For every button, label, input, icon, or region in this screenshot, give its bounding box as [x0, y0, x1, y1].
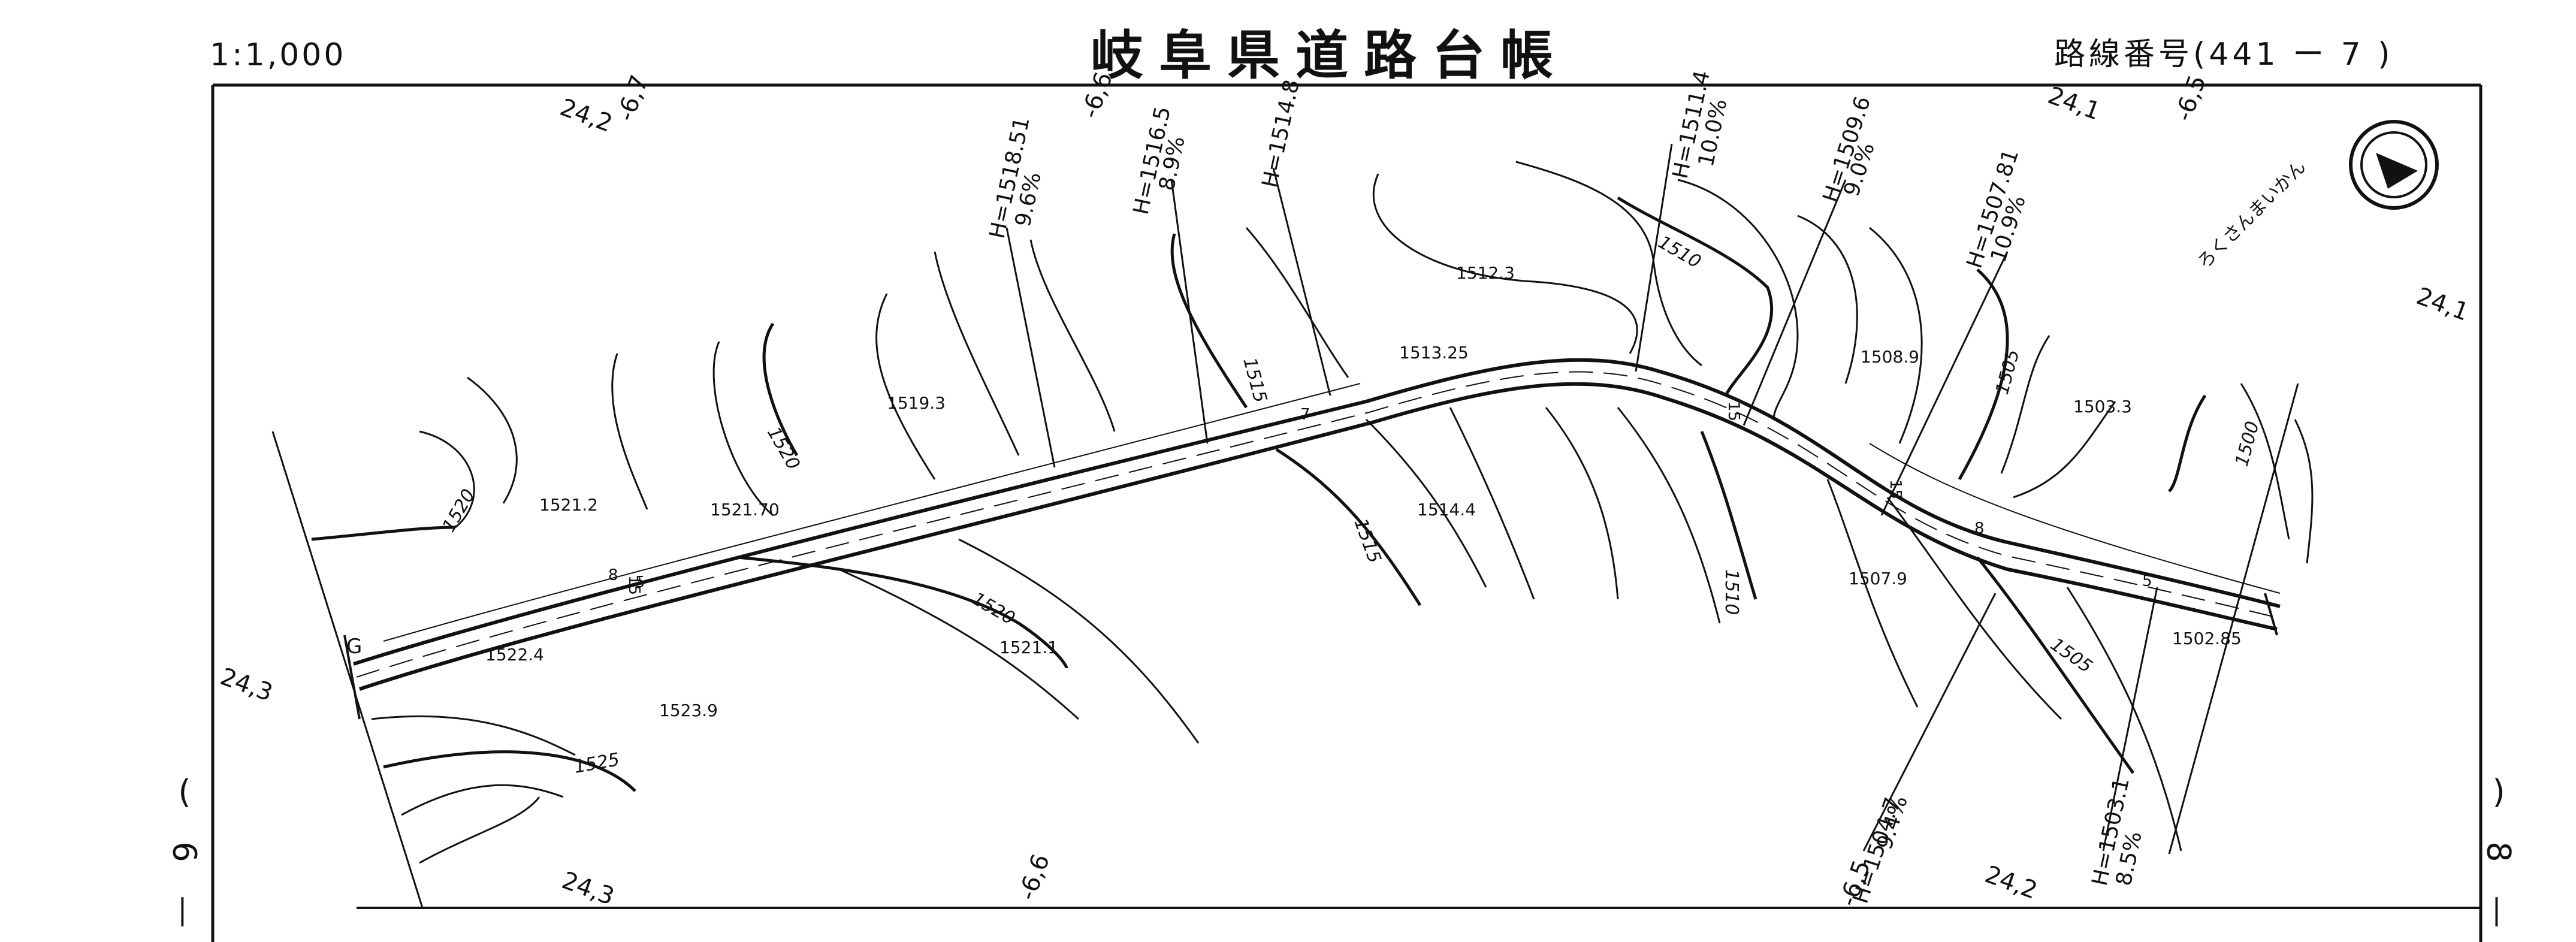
svg-text:24,1: 24,1 — [2045, 81, 2104, 126]
north-arrow-icon — [2349, 120, 2439, 210]
right-margin-paren: ) — [2492, 773, 2505, 811]
contour-lines — [311, 161, 2314, 864]
svg-text:7: 7 — [1300, 406, 1310, 424]
svg-text:8: 8 — [608, 566, 618, 584]
svg-text:1523.9: 1523.9 — [659, 701, 718, 720]
svg-text:1505: 1505 — [2046, 634, 2096, 677]
svg-text:-6,5: -6,5 — [2170, 71, 2212, 125]
spot-heights: 1512.3 1513.25 1508.9 1519.3 1503.3 1521… — [485, 263, 2242, 720]
route-number: 路線番号(441 ー 7 ) — [2054, 37, 2394, 73]
road-alignment — [343, 358, 2281, 720]
svg-text:1500: 1500 — [2231, 419, 2264, 469]
svg-text:1522.4: 1522.4 — [485, 645, 544, 665]
svg-text:1503.3: 1503.3 — [2073, 397, 2132, 416]
svg-text:1508.9: 1508.9 — [1861, 347, 1919, 367]
svg-text:24,2: 24,2 — [557, 93, 616, 138]
svg-text:1510: 1510 — [1654, 232, 1705, 273]
svg-text:1507.9: 1507.9 — [1849, 569, 1907, 588]
svg-text:1515: 1515 — [1349, 516, 1385, 566]
svg-text:1513.25: 1513.25 — [1399, 343, 1469, 363]
svg-text:1519.3: 1519.3 — [887, 393, 946, 413]
svg-text:1510: 1510 — [1721, 569, 1742, 615]
gradient-labels: H=1518.51 9.6% H=1516.5 8.9% H=1514.8 H=… — [985, 68, 2147, 907]
svg-text:15: 15 — [625, 575, 643, 595]
svg-text:1521.70: 1521.70 — [710, 500, 780, 520]
svg-text:G: G — [346, 635, 362, 659]
svg-text:-6,6: -6,6 — [1076, 68, 1118, 122]
svg-text:24,3: 24,3 — [558, 866, 618, 911]
svg-text:1505: 1505 — [1992, 347, 2024, 397]
svg-text:1514.4: 1514.4 — [1417, 500, 1476, 520]
svg-text:-6,7: -6,7 — [612, 71, 654, 125]
map-scale: 1:1,000 — [210, 37, 346, 73]
svg-text:1520: 1520 — [968, 588, 1019, 629]
svg-text:24,2: 24,2 — [1982, 861, 2041, 905]
page-title: 岐阜県道路台帳 — [1091, 25, 1569, 86]
svg-text:1520: 1520 — [763, 424, 804, 474]
handwritten-note: ろくさんまいかん — [2194, 156, 2310, 273]
svg-text:8: 8 — [1974, 520, 1985, 538]
svg-text:5: 5 — [635, 573, 645, 591]
svg-text:15: 15 — [1886, 479, 1904, 499]
svg-text:1521.2: 1521.2 — [539, 495, 598, 515]
svg-text:1512.3: 1512.3 — [1456, 263, 1515, 283]
svg-text:15: 15 — [1725, 401, 1743, 421]
svg-text:1515: 1515 — [1239, 355, 1271, 405]
gradient-leaders — [1005, 143, 2158, 852]
grid-reference-labels: 24,2 -6,7 -6,6 24,1 -6,5 24,1 24,3 24,3 … — [217, 68, 2472, 911]
svg-text:1520: 1520 — [439, 485, 479, 536]
svg-text:5: 5 — [2142, 572, 2152, 590]
svg-text:1521.1: 1521.1 — [999, 638, 1058, 657]
map-frame — [211, 83, 2483, 942]
svg-text:24,1: 24,1 — [2413, 282, 2472, 327]
road-marks: G 8 15 5 7 15 8 5 15 — [346, 401, 2152, 659]
left-margin-paren: ( — [178, 773, 191, 811]
svg-text:-6,6: -6,6 — [1013, 850, 1055, 904]
svg-text:24,3: 24,3 — [217, 663, 276, 707]
svg-text:H=1514.8: H=1514.8 — [1258, 77, 1304, 190]
svg-text:1502.85: 1502.85 — [2172, 629, 2242, 648]
